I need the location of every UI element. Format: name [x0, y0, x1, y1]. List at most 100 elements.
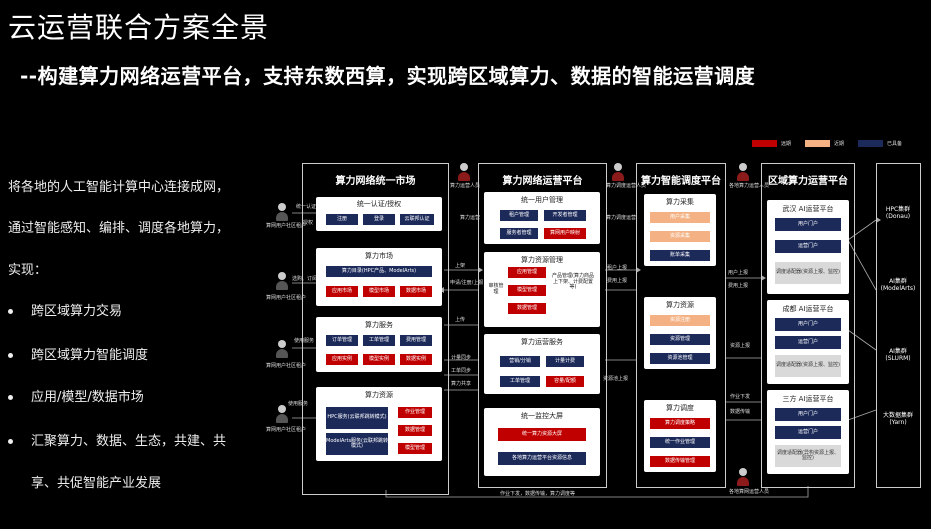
wuhan-title: 武汉 AI运营平台 [782, 205, 834, 213]
sched-column [636, 163, 726, 488]
data-mgmt-chip[interactable]: 数据管理 [398, 425, 432, 436]
res-manage-chip[interactable]: 资源管理 [650, 334, 710, 345]
fee-mgmt-chip[interactable]: 费用管理 [400, 335, 432, 346]
chengdu-ops-portal[interactable]: 运营门户 [775, 336, 841, 349]
screen-chip[interactable]: 统一算力资源大屏 [498, 428, 586, 441]
ops-label: 算力运营 [460, 215, 481, 221]
res-collect-chip[interactable]: 资源采集 [650, 231, 710, 242]
model-mgmt-chip[interactable]: 模型管理 [398, 443, 432, 454]
thirdparty-ops-portal[interactable]: 运营门户 [775, 426, 841, 439]
resource-panel: 算力资源 HPC服务(云联邦跳转模式) ModelArts服务(云联邦跳转模式)… [316, 387, 442, 461]
data-market-chip[interactable]: 数据市场 [400, 286, 432, 297]
user-label-2: 算网用户社区租户 [266, 295, 307, 301]
ops-staff-label: 算力运营人员 [450, 183, 481, 189]
user-person-icon [276, 272, 288, 290]
thirdparty-title: 三方 AI运营平台 [782, 395, 834, 403]
res-pool-chip[interactable]: 资源池管理 [650, 353, 710, 364]
page-subtitle: --构建算力网络运营平台，支持东数西算，实现跨区域算力、数据的智能运营调度 [20, 64, 756, 88]
legend-label-ready: 已具备 [887, 140, 903, 147]
market-title: 算力网络统一市场 [335, 176, 416, 187]
thirdparty-adapter[interactable]: 调度适配器(异构资源上报、监控) [775, 445, 841, 467]
tenant-mgmt-chip[interactable]: 租户管理 [500, 210, 538, 221]
chengdu-panel: 成都 AI运营平台 用户门户 运营门户 调度适配器(资源上报、监控) [767, 300, 849, 384]
sched-staff-label: 算力调度运营人员 [606, 183, 647, 189]
chengdu-user-portal[interactable]: 用户门户 [775, 318, 841, 331]
bullet-4-cont: 享、共促智能产业发展 [31, 476, 162, 491]
user-label-1: 算网用户社区租户 [266, 223, 307, 229]
user-collect-chip[interactable]: 用户采集 [650, 212, 710, 223]
res-mgmt-panel: 算力资源管理 审核管理 应用管理 模型管理 数据管理 产品管理(算力商品上下架、… [484, 252, 600, 327]
product-mgmt-label: 产品管理(算力商品上下架、计费配置等) [552, 273, 594, 290]
page-title: 云运营联合方案全景 [8, 11, 270, 44]
model-mgmt-chip-2[interactable]: 模型管理 [508, 285, 546, 296]
label-order-sync: 工单同步 [451, 368, 472, 374]
audit-mgmt-label: 审核管理 [488, 283, 504, 295]
legend-swatch-ready [858, 139, 884, 147]
ops-service-panel: 算力运营服务 营销/分销 计量计费 工单管理 容量/配额 [484, 334, 600, 394]
wuhan-ops-portal[interactable]: 运营门户 [775, 240, 841, 253]
bill-collect-chip[interactable]: 账单采集 [650, 250, 710, 261]
dispatch-policy-chip[interactable]: 算力调度策略 [650, 418, 710, 429]
res-register-chip[interactable]: 资源注册 [650, 315, 710, 326]
register-chip[interactable]: 注册 [326, 214, 358, 225]
sched-res-panel: 算力资源 资源注册 资源管理 资源池管理 [644, 297, 716, 369]
modelarts-service-chip[interactable]: ModelArts服务(云联邦跳转模式) [326, 433, 388, 455]
label-res-up: 资源上报 [730, 343, 751, 349]
wuhan-panel: 武汉 AI运营平台 用户门户 运营门户 调度适配器(资源上报、监控) [767, 200, 849, 294]
service-panel: 算力服务 订单管理 工单管理 费用管理 应用实例 模型实例 数据实例 [316, 317, 442, 372]
wuhan-user-portal[interactable]: 用户门户 [775, 218, 841, 231]
regional-ops-label: 各地算力运营人员 [729, 183, 770, 189]
ops-column [478, 163, 607, 488]
chengdu-adapter[interactable]: 调度适配器(资源上报、监控) [775, 355, 841, 377]
data-instance-chip[interactable]: 数据实例 [400, 354, 432, 365]
legend-swatch-far [752, 139, 777, 147]
market-panel: 算力市场 算力目录(HPC产品、ModelArts) 应用市场 模型市场 数据市… [316, 248, 442, 306]
app-market-chip[interactable]: 应用市场 [326, 286, 358, 297]
thirdparty-user-portal[interactable]: 用户门户 [775, 408, 841, 421]
auth-panel-title: 统一认证/授权 [356, 200, 402, 208]
label-user-up: 用户上报 [728, 270, 749, 276]
ops-title: 算力网络运营平台 [502, 176, 583, 187]
marketing-chip[interactable]: 营销/分销 [500, 356, 540, 367]
label-tenant: 租户上报 [607, 265, 628, 271]
quota-chip[interactable]: 容量/配额 [546, 376, 584, 387]
sched-ops-label: 算力调度运营 [606, 215, 637, 221]
intro-line-2: 通过智能感知、编排、调度各地算力， [8, 221, 230, 236]
label-grant: 授权 [303, 220, 314, 226]
job-mgmt-chip[interactable]: 作业管理 [398, 407, 432, 418]
user-mapping-chip[interactable]: 算网用户映射 [544, 228, 586, 239]
provider-mgmt-chip[interactable]: 服务者管理 [500, 228, 538, 239]
user-label-4: 算网用户社区租户 [266, 427, 307, 433]
market-column [302, 163, 449, 495]
wuhan-adapter[interactable]: 调度适配器(资源上报、监控) [775, 262, 841, 284]
app-mgmt-chip[interactable]: 应用管理 [508, 267, 546, 278]
thirdparty-panel: 三方 AI运营平台 用户门户 运营门户 调度适配器(异构资源上报、监控) [767, 390, 849, 474]
label-use: 使用服务 [294, 338, 315, 344]
order-mgmt-chip[interactable]: 订单管理 [326, 335, 358, 346]
label-job-send: 作业下发 [730, 394, 751, 400]
job-unify-chip[interactable]: 统一作业管理 [650, 437, 710, 448]
app-instance-chip[interactable]: 应用实例 [326, 354, 358, 365]
ops-service-title: 算力运营服务 [521, 338, 563, 346]
intro-line-1: 将各地的人工智能计算中心连接成网， [8, 180, 230, 195]
model-instance-chip[interactable]: 模型实例 [363, 354, 395, 365]
ticket-mgmt-chip[interactable]: 工单管理 [363, 335, 395, 346]
sched-res-title: 算力资源 [666, 301, 694, 309]
cluster-yarn: 大数据集群(Yarn) [882, 412, 913, 427]
catalog-chip[interactable]: 算力目录(HPC产品、ModelArts) [326, 266, 432, 277]
monitor-panel: 统一监控大屏 统一算力资源大屏 各地算力运营平台资源信息 [484, 408, 600, 476]
login-chip[interactable]: 登录 [363, 214, 395, 225]
bottom-label: 作业下发，数据传输，算力调度等 [500, 491, 576, 497]
ticket-mgmt-chip-2[interactable]: 工单管理 [500, 376, 540, 387]
developer-mgmt-chip[interactable]: 开发者管理 [544, 210, 586, 221]
regional-info-chip[interactable]: 各地算力运营平台资源信息 [498, 452, 586, 465]
collect-panel: 算力采集 用户采集 资源采集 账单采集 [644, 194, 716, 266]
service-panel-title: 算力服务 [365, 321, 393, 329]
hpc-service-chip[interactable]: HPC服务(云联邦跳转模式) [326, 407, 388, 429]
data-transfer-chip[interactable]: 数据传输管理 [650, 456, 710, 467]
model-market-chip[interactable]: 模型市场 [363, 286, 395, 297]
metering-chip[interactable]: 计量计费 [546, 356, 584, 367]
federation-auth-chip[interactable]: 云联邦认证 [400, 214, 434, 225]
legend-swatch-near [805, 139, 831, 147]
data-mgmt-chip-2[interactable]: 数据管理 [508, 303, 546, 314]
